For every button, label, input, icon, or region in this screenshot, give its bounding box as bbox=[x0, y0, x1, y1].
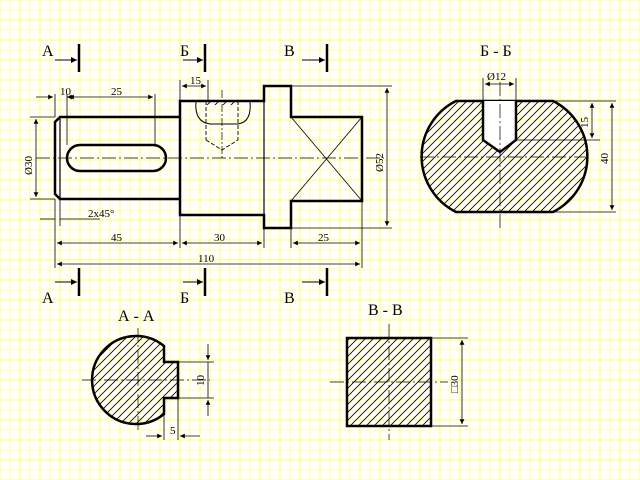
dim-110-label: 110 bbox=[198, 253, 215, 265]
dim-bb-15-label: 15 bbox=[579, 117, 591, 129]
section-vv bbox=[330, 324, 468, 440]
section-bb bbox=[420, 78, 616, 230]
dim-5-label: 5 bbox=[170, 425, 176, 437]
cut-label-a-top: А bbox=[42, 43, 54, 60]
cut-label-b-bottom: Б bbox=[180, 290, 189, 307]
dim-30-label: 30 bbox=[214, 232, 226, 244]
section-bb-title: Б - Б bbox=[480, 43, 512, 60]
dim-d30-label: Ø30 bbox=[23, 156, 35, 175]
dim-25-top-label: 25 bbox=[111, 86, 123, 98]
cut-label-v-top: В bbox=[284, 43, 295, 60]
dim-15-label: 15 bbox=[190, 75, 202, 87]
section-aa bbox=[82, 328, 214, 440]
dim-25-bottom-label: 25 bbox=[318, 232, 330, 244]
dim-sq30-label: □30 bbox=[449, 375, 461, 393]
cut-label-v-bottom: В bbox=[284, 290, 295, 307]
dim-d12-label: Ø12 bbox=[487, 71, 506, 83]
main-view-dimensions bbox=[30, 80, 392, 268]
chamfer-label: 2x45° bbox=[88, 208, 114, 220]
dim-40-label: 40 bbox=[599, 153, 611, 165]
section-markers bbox=[55, 44, 329, 296]
cut-label-b-top: Б bbox=[180, 43, 189, 60]
dim-aa-10-label: 10 bbox=[195, 375, 207, 387]
cut-label-a-bottom: А bbox=[42, 290, 54, 307]
section-vv-title: В - В bbox=[368, 302, 403, 319]
dim-45-label: 45 bbox=[111, 232, 123, 244]
section-aa-title: А - А bbox=[118, 308, 155, 325]
dim-d52-label: Ø52 bbox=[374, 153, 386, 172]
dim-10-label: 10 bbox=[60, 86, 72, 98]
